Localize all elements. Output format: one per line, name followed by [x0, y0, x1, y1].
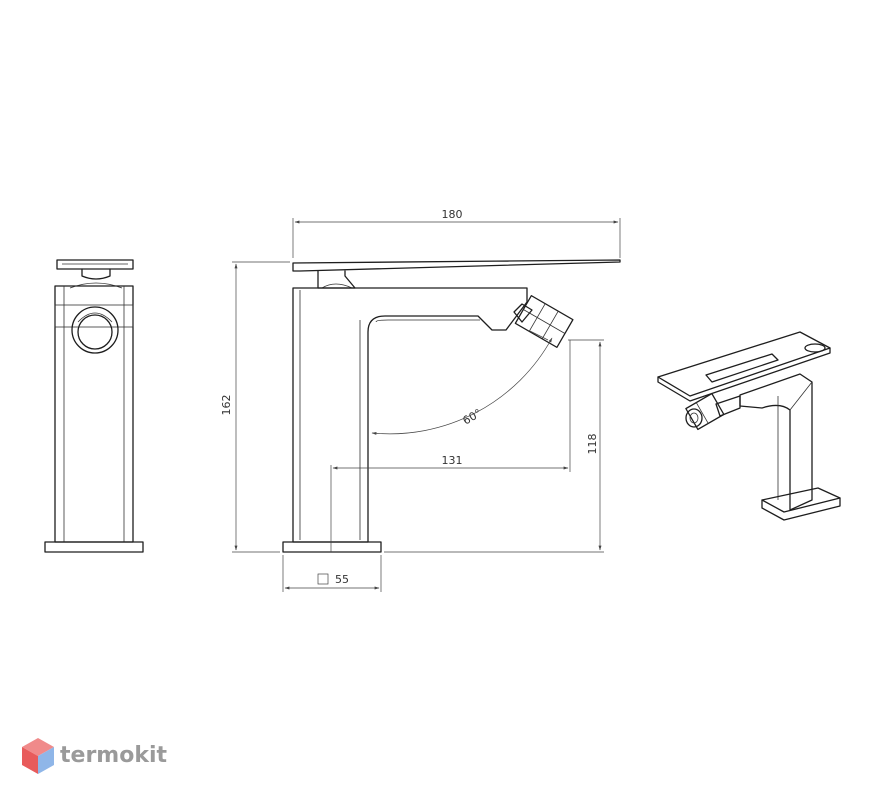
square-symbol-icon	[317, 573, 329, 585]
dim-131-label: 131	[442, 454, 463, 467]
isometric-view	[657, 331, 841, 521]
dim-angle-label: 60°	[461, 406, 484, 427]
cube-logo-icon	[22, 738, 54, 774]
dim-55-label: 55	[335, 573, 349, 586]
dim-162-label: 162	[220, 395, 233, 416]
front-view	[44, 259, 144, 553]
dimension-lines	[232, 218, 621, 592]
side-view	[282, 259, 621, 553]
dim-180-label: 180	[442, 208, 463, 221]
termokit-logo: termokit	[22, 738, 167, 774]
dim-118-label: 118	[586, 434, 599, 455]
logo-text: termokit	[60, 743, 167, 768]
